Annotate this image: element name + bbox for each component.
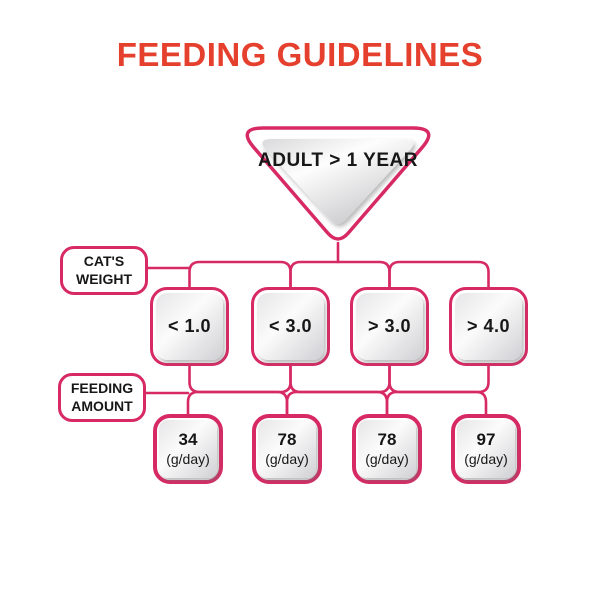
flow-connector-amount-bus <box>188 364 292 394</box>
amount-node-fill: 78 (g/day) <box>358 420 416 478</box>
weight-node-1: < 1.0 <box>150 287 229 366</box>
row-label-line: FEEDING <box>70 380 134 396</box>
row-label-line: CAT'S <box>83 253 125 269</box>
weight-node-fill: > 3.0 <box>356 293 423 360</box>
amount-node-3: 78 (g/day) <box>352 414 422 484</box>
weight-node-fill: < 1.0 <box>156 293 223 360</box>
weight-node-fill: > 4.0 <box>455 293 522 360</box>
row-label-line: AMOUNT <box>71 397 133 414</box>
weight-value: > 3.0 <box>367 316 412 336</box>
row-label-line: WEIGHT <box>76 270 132 287</box>
amount-node-fill: 34 (g/day) <box>159 420 217 478</box>
weight-value: < 3.0 <box>268 316 313 336</box>
amount-unit: (g/day) <box>166 450 210 467</box>
row-label-cats-weight: CAT'S WEIGHT <box>60 246 148 295</box>
amount-value: 78 <box>277 430 297 450</box>
weight-node-2: < 3.0 <box>251 287 330 366</box>
root-triangle-fill <box>262 139 414 224</box>
flow-connector-weight-bus <box>388 260 490 290</box>
amount-node-1: 34 (g/day) <box>153 414 223 484</box>
row-label-feeding-amount: FEEDING AMOUNT <box>58 373 146 422</box>
flow-connector-amount-bus <box>289 364 391 394</box>
weight-node-fill: < 3.0 <box>257 293 324 360</box>
amount-unit: (g/day) <box>365 450 409 467</box>
weight-node-4: > 4.0 <box>449 287 528 366</box>
page-title: FEEDING GUIDELINES <box>116 36 484 73</box>
amount-node-fill: 97 (g/day) <box>457 420 515 478</box>
weight-node-3: > 3.0 <box>350 287 429 366</box>
amount-unit: (g/day) <box>464 450 508 467</box>
flow-connector-amount-bus <box>388 364 490 394</box>
flow-connector-amount-drop <box>285 390 389 416</box>
weight-value: < 1.0 <box>167 316 212 336</box>
flow-connector-amount-drop <box>186 390 289 416</box>
amount-value: 97 <box>476 430 496 450</box>
amount-value: 34 <box>178 430 198 450</box>
amount-node-4: 97 (g/day) <box>451 414 521 484</box>
amount-value: 78 <box>377 430 397 450</box>
flow-connector-weight-bus <box>188 260 292 290</box>
weight-value: > 4.0 <box>466 316 511 336</box>
amount-node-fill: 78 (g/day) <box>258 420 316 478</box>
amount-node-2: 78 (g/day) <box>252 414 322 484</box>
amount-unit: (g/day) <box>265 450 309 467</box>
root-node-label: ADULT > 1 YEAR <box>258 150 418 171</box>
flow-connector-weight-bus <box>289 260 391 290</box>
flow-connector-amount-drop <box>385 390 488 416</box>
